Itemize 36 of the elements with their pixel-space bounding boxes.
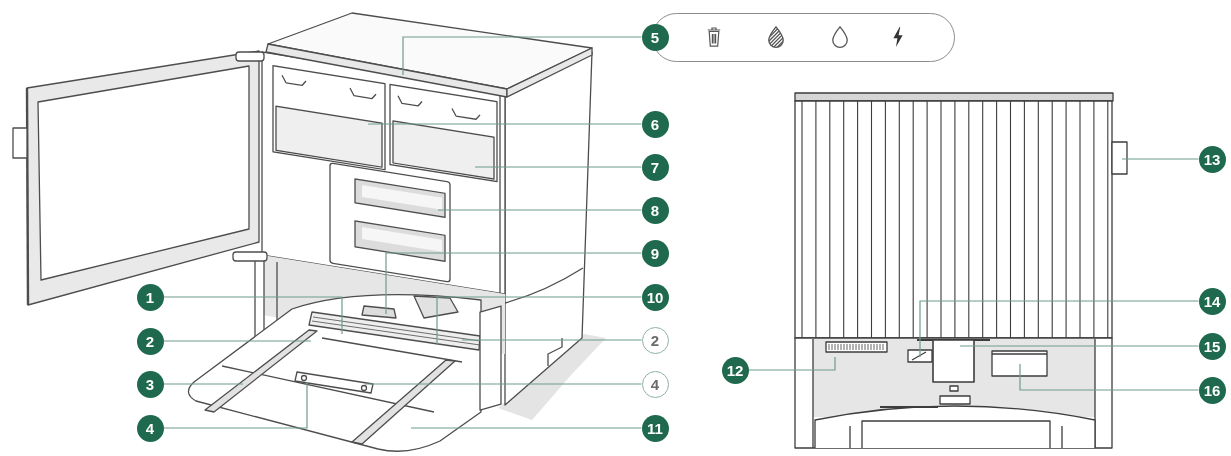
leader-line <box>162 381 308 429</box>
leader-line <box>162 296 343 335</box>
leader-line <box>919 300 1200 358</box>
callout-number: 10 <box>641 283 669 311</box>
leader-line <box>1121 158 1200 160</box>
callout-number: 2 <box>136 327 164 355</box>
callout-number: 3 <box>136 370 164 398</box>
callout-number: 12 <box>721 356 749 384</box>
leader-line <box>385 252 643 315</box>
callout-number: 6 <box>641 110 669 138</box>
callout-number: 9 <box>641 239 669 267</box>
leader-line <box>364 383 643 385</box>
leader-line <box>461 339 643 341</box>
callout-number: 11 <box>641 414 669 442</box>
leader-line <box>162 383 244 385</box>
callout-number: 15 <box>1198 332 1226 360</box>
leader-line <box>162 340 312 342</box>
leader-line <box>1019 363 1200 391</box>
callout-number: 4 <box>641 370 669 398</box>
callout-number: 13 <box>1198 145 1226 173</box>
leader-line <box>367 123 643 125</box>
callout-number: 14 <box>1198 287 1226 315</box>
callout-number: 4 <box>136 414 164 442</box>
leader-line <box>410 427 643 429</box>
leader-line <box>959 345 1200 347</box>
callout-number: 7 <box>641 153 669 181</box>
leader-line <box>437 209 643 211</box>
callout-number: 1 <box>136 283 164 311</box>
leader-line <box>436 296 643 346</box>
callout-number: 16 <box>1198 376 1226 404</box>
callout-number: 2 <box>641 326 669 354</box>
leader-line <box>402 36 643 76</box>
callout-number: 5 <box>641 23 669 51</box>
callout-number: 8 <box>641 196 669 224</box>
leader-line <box>474 166 643 168</box>
leader-line <box>747 356 836 371</box>
